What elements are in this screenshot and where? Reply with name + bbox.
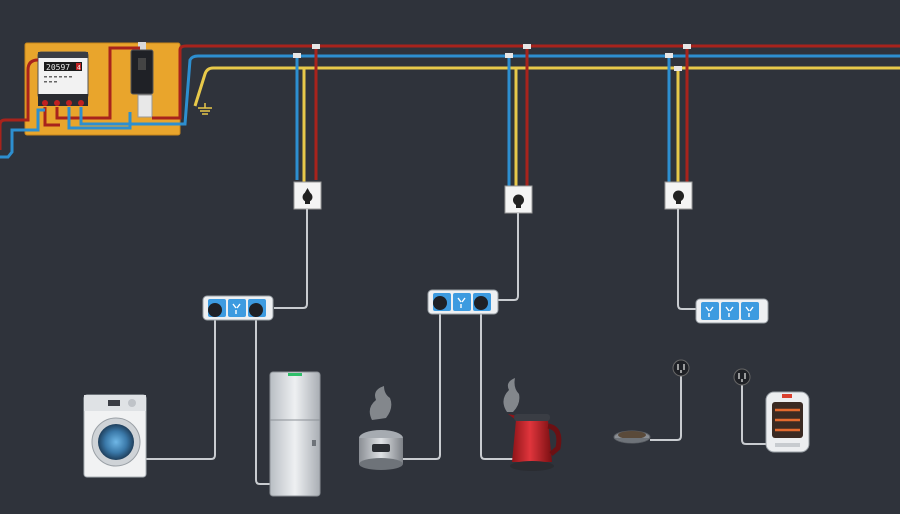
washing-machine-icon[interactable] [83, 394, 147, 478]
electric-kettle-icon[interactable] [503, 378, 562, 471]
induction-pan-icon[interactable] [613, 430, 651, 444]
meter-display [44, 62, 82, 71]
power-cords [146, 209, 768, 485]
electricity-meter-icon: 20597 4 [37, 51, 89, 106]
power-strip-2[interactable] [427, 289, 499, 315]
plug-inserted-icon [208, 303, 222, 317]
plug-icon[interactable] [672, 359, 690, 377]
distribution-board: 20597 4 [24, 42, 181, 136]
steam-icon [369, 386, 392, 420]
branch-wiring [295, 46, 689, 188]
wall-socket-2[interactable] [504, 185, 533, 214]
refrigerator-icon[interactable] [269, 371, 321, 497]
steam-icon [503, 378, 520, 412]
space-heater-icon[interactable] [765, 391, 810, 453]
meter-unit-digit: 4 [77, 65, 81, 72]
rice-cooker-icon[interactable] [359, 386, 403, 470]
wall-socket-1[interactable] [293, 181, 322, 210]
plug-inserted-icon [433, 296, 447, 310]
power-strip-3[interactable] [695, 298, 769, 324]
power-strip-1[interactable] [202, 295, 274, 321]
meter-reading: 20597 [46, 63, 70, 72]
wall-socket-3[interactable] [664, 181, 693, 210]
plug-icon[interactable] [733, 368, 751, 386]
circuit-breaker-icon[interactable] [130, 42, 154, 118]
ground-symbol-icon [198, 103, 212, 115]
main-wiring [0, 44, 900, 159]
plug-inserted-icon [249, 303, 263, 317]
plug-inserted-icon [474, 296, 488, 310]
wire-junctions [293, 44, 691, 71]
